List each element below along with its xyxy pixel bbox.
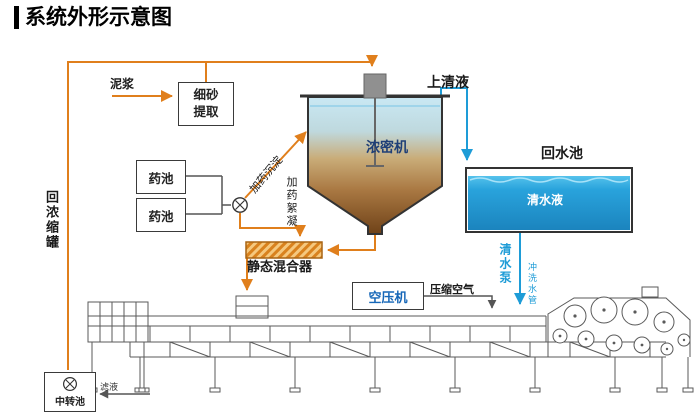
dosing-pump-icon [232, 197, 248, 213]
roller-axles [558, 308, 686, 351]
machine-feet [86, 387, 694, 393]
drive-station [87, 301, 149, 343]
chemical-pool-1-box: 药池 [136, 160, 186, 194]
chemical-pool-2-label: 药池 [148, 208, 174, 224]
dosing-sedimentation-pipe [244, 131, 307, 199]
dosing-flocculation-label: 加药絮凝 [285, 176, 298, 228]
supernatant-label: 上清液 [427, 75, 469, 91]
return-to-thickener-label: 回浓缩罐 [43, 190, 58, 250]
supernatant-pipe [440, 87, 473, 161]
belt-filter-press [86, 286, 694, 393]
return-loop-pipe [67, 55, 378, 370]
chemical-pool-2-box: 药池 [136, 198, 186, 232]
chem-pool-manifold [186, 175, 231, 215]
page-title: 系统外形示意图 [14, 5, 172, 30]
press-frame [547, 297, 691, 357]
press-rollers [552, 296, 691, 356]
chemical-pool-1-label: 药池 [148, 170, 174, 186]
air-compressor-box: 空压机 [352, 282, 424, 310]
filtrate-label: 滤液 [100, 383, 119, 393]
thickener-label: 浓密机 [366, 140, 408, 156]
sand-extraction-label: 细砂提取 [193, 87, 219, 119]
agitator-motor [363, 73, 387, 99]
compressed-air-label: 压缩空气 [430, 283, 474, 296]
press-top-unit [641, 286, 659, 298]
agitator-shaft [366, 98, 384, 167]
water-pipes [440, 87, 526, 305]
clear-water-label: 清水液 [527, 193, 564, 207]
slurry-label: 泥浆 [110, 77, 135, 91]
transfer-pool-label: 中转池 [55, 397, 85, 408]
air-compressor-label: 空压机 [368, 290, 408, 306]
return-water-pool-label: 回水池 [541, 146, 583, 162]
flush-water-pipe-label: 冲洗水管 [526, 262, 536, 306]
static-mixer-label: 静态混合器 [247, 260, 313, 275]
feed-hopper [235, 295, 269, 319]
return-water-pool-tank [465, 167, 633, 233]
thickener-tank [300, 73, 450, 235]
utility-lines [99, 175, 497, 399]
clear-water-pump-label: 清水泵 [498, 243, 512, 285]
transfer-pump-icon [63, 377, 77, 391]
dosing-flocculation-pipe [239, 213, 306, 237]
sand-extraction-box: 细砂提取 [178, 82, 234, 126]
thickener-underflow-pipe [327, 234, 376, 256]
slurry-pipes [67, 55, 378, 370]
static-mixer-body [245, 241, 323, 259]
compressed-air-pipe [424, 295, 497, 309]
transfer-pool-box: 中转池 [44, 372, 96, 412]
